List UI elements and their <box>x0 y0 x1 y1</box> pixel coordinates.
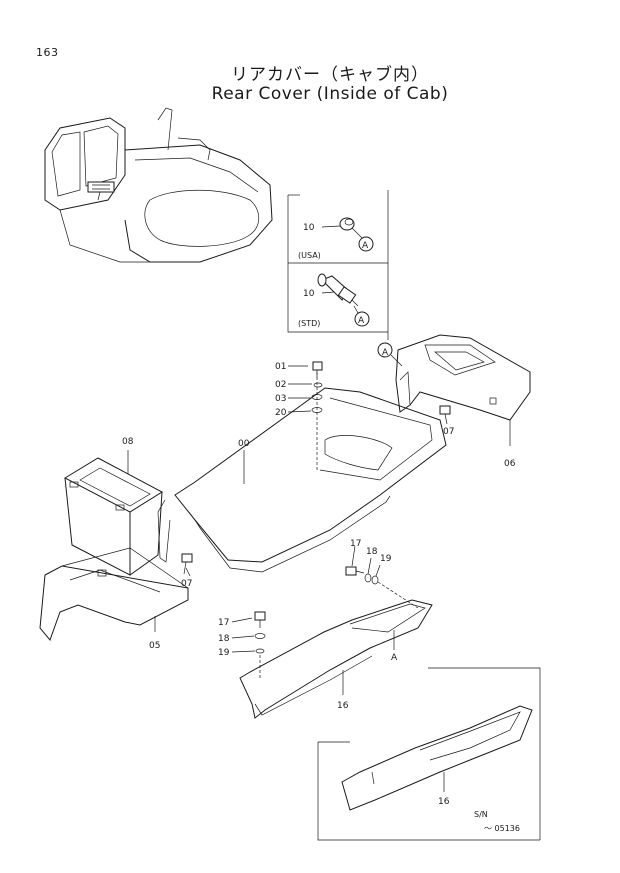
ref-a-plate: A <box>391 653 398 663</box>
variant-box <box>287 190 389 340</box>
callout-03: 03 <box>275 394 286 404</box>
cap-usa-icon <box>339 217 355 231</box>
callout-labels: 10 (USA) A 10 (STD) A 01 02 03 20 00 08 … <box>122 223 520 833</box>
bracket-05 <box>39 547 189 641</box>
page-title-english: Rear Cover (Inside of Cab) <box>211 84 449 104</box>
bolt-set-lower <box>231 611 266 680</box>
callout-17-lower: 17 <box>218 618 229 628</box>
serial-range: ～ 05136 <box>484 824 520 833</box>
bolt-stack <box>287 361 323 470</box>
callout-20: 20 <box>275 408 287 418</box>
side-cover-06 <box>377 334 531 446</box>
callout-10-usa: 10 <box>303 223 315 233</box>
cigar-lighter-icon <box>317 273 359 307</box>
storage-box-08 <box>63 450 163 576</box>
callout-01: 01 <box>275 362 286 372</box>
callout-05: 05 <box>149 641 160 651</box>
callout-17-upper: 17 <box>350 539 361 549</box>
callout-00: 00 <box>238 439 250 449</box>
bolt-07-left <box>181 553 193 577</box>
callout-08: 08 <box>122 437 134 447</box>
callout-10-std: 10 <box>303 289 315 299</box>
page-title-japanese: リアカバー（キャブ内） <box>231 65 429 85</box>
bolt-set-upper <box>345 545 419 609</box>
callout-06: 06 <box>504 459 516 469</box>
cab-overview-sketch <box>44 107 273 263</box>
ref-a-std: A <box>358 316 365 326</box>
callout-07-left: 07 <box>181 579 192 589</box>
callout-16-upper: 16 <box>337 701 349 711</box>
ref-a-cover: A <box>382 348 389 358</box>
variant-label-usa: (USA) <box>298 251 321 260</box>
callout-02: 02 <box>275 380 286 390</box>
callout-18-upper: 18 <box>366 547 378 557</box>
callout-16-lower: 16 <box>438 797 450 807</box>
callout-19-lower: 19 <box>218 648 230 658</box>
ref-a-usa: A <box>362 241 369 251</box>
callout-07-right: 07 <box>443 427 454 437</box>
bolt-07-right <box>439 405 451 425</box>
plate-16-upper <box>239 599 433 719</box>
serial-label: S/N <box>474 810 488 819</box>
variant-label-std: (STD) <box>298 319 320 328</box>
revision-box <box>317 667 541 841</box>
callout-18-lower: 18 <box>218 634 230 644</box>
callout-19-upper: 19 <box>380 554 392 564</box>
main-cover-00 <box>157 387 447 573</box>
page-number: 163 <box>36 46 59 59</box>
